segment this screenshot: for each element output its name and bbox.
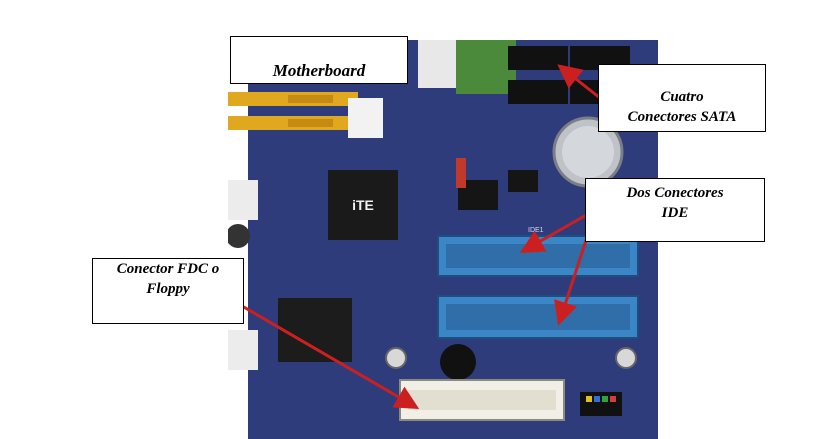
sata-label: Cuatro Conectores SATA <box>598 64 766 132</box>
fdc-label: Conector FDC o Floppy <box>92 258 244 324</box>
ide-arrow-upper <box>519 212 589 253</box>
ite-chip <box>328 170 398 240</box>
ite-logo-text: iTE <box>352 197 374 213</box>
fdc-label-line1: Conector FDC o <box>116 261 220 277</box>
sata-label-line2: Conectores SATA <box>627 109 737 125</box>
motherboard-label: Motherboard <box>230 36 408 84</box>
fdc-label-line2: Floppy <box>146 281 190 297</box>
ide-header-label: IDE1 <box>528 227 544 234</box>
fdc-arrow <box>241 304 420 410</box>
ide-label-line2: IDE <box>661 205 689 221</box>
ide-label: Dos Conectores IDE <box>585 178 765 242</box>
io-chip <box>278 298 352 362</box>
ide-label-line1: Dos Conectores <box>626 185 724 201</box>
motherboard-label-text: Motherboard <box>272 61 366 80</box>
buzzer <box>440 344 476 380</box>
sata-arrow <box>557 64 601 100</box>
sata-label-line1: Cuatro <box>660 89 704 105</box>
